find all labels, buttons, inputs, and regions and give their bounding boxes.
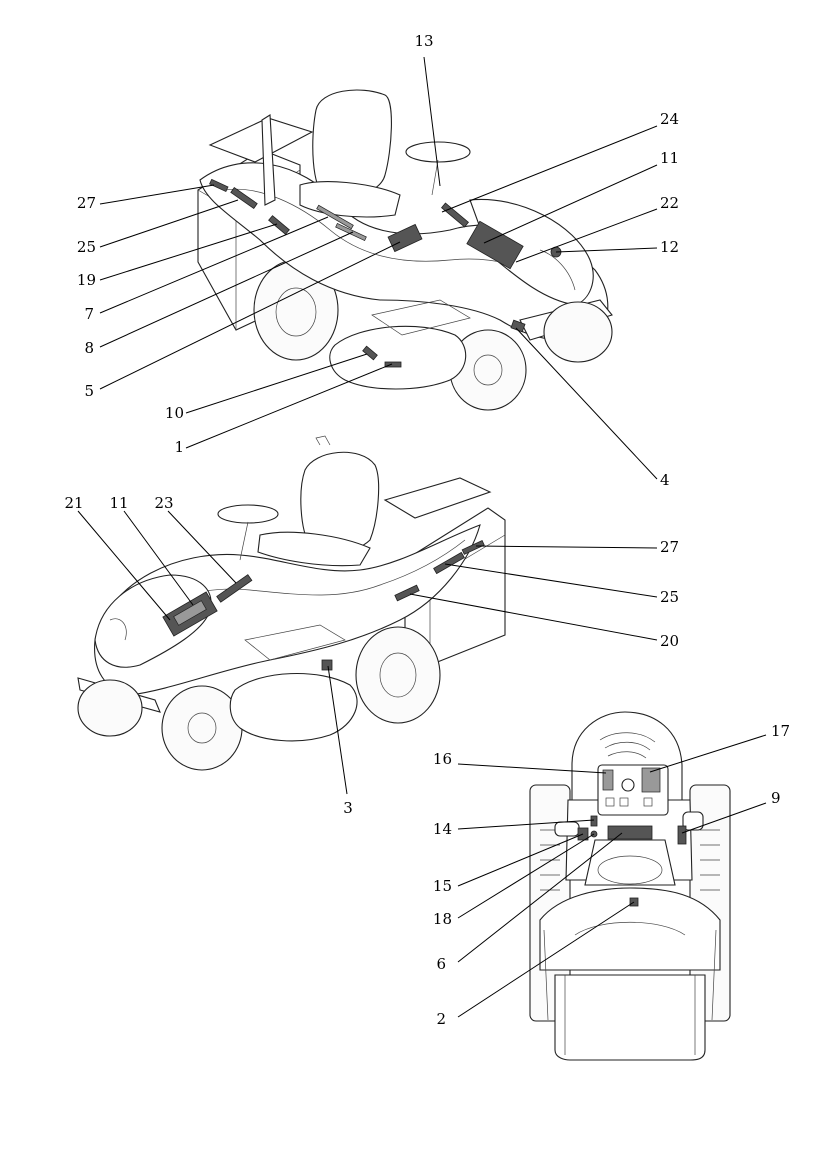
callout-2: 2: [436, 1010, 446, 1028]
decal-6-c: [607, 825, 653, 840]
decal-11-a: [466, 220, 524, 270]
decal-11-b: [173, 600, 207, 626]
callout-14: 14: [433, 820, 452, 838]
decal-9-c: [677, 825, 687, 845]
seat: [312, 89, 392, 198]
decal-7-a: [316, 204, 354, 230]
callout-27: 27: [77, 194, 96, 212]
callout-25: 25: [660, 588, 679, 606]
decal-14-c: [590, 815, 598, 827]
body-shell: [94, 524, 481, 696]
mower-deck: [329, 325, 467, 390]
decal-19-a: [268, 215, 290, 235]
callout-13: 13: [414, 32, 433, 50]
callout-10: 10: [165, 404, 184, 422]
decal-23-b: [216, 574, 253, 603]
decal-17-c: [641, 767, 661, 793]
decal-16-c: [602, 769, 614, 791]
decal-27-b: [461, 540, 485, 555]
callout-4: 4: [660, 471, 670, 489]
callout-11: 11: [660, 149, 679, 167]
callout-3: 3: [343, 799, 353, 817]
leader-lines: [77, 56, 767, 1018]
callout-24: 24: [660, 110, 679, 128]
callout-21: 21: [64, 494, 83, 512]
callout-1: 1: [174, 438, 184, 456]
callout-17: 17: [771, 722, 790, 740]
callout-numbers: 13 24 11 22 12 27 25 19 7 8 5 10 1 4 21 …: [64, 32, 790, 1028]
decal-25-a: [230, 186, 258, 210]
callout-27: 27: [660, 538, 679, 556]
callout-18: 18: [433, 910, 452, 928]
callout-15: 15: [433, 877, 452, 895]
steering-wheel: [217, 504, 279, 524]
decal-3-b: [321, 659, 333, 671]
mower-view-front-left: [77, 435, 506, 771]
decal-1-a: [384, 361, 402, 368]
callout-12: 12: [660, 238, 679, 256]
mower-deck: [229, 673, 358, 742]
steering-wheel: [405, 141, 471, 163]
rear-tire: [355, 626, 441, 724]
mower-view-rear: [529, 711, 731, 1061]
callout-22: 22: [660, 194, 679, 212]
seat: [300, 451, 380, 553]
decal-20-b: [394, 584, 420, 602]
decal-4-a: [510, 319, 526, 333]
callout-19: 19: [77, 271, 96, 289]
callout-25: 25: [77, 238, 96, 256]
callout-5: 5: [84, 382, 94, 400]
callout-8: 8: [84, 339, 94, 357]
callout-23: 23: [154, 494, 173, 512]
mower-view-rear-left: [197, 89, 613, 411]
callout-9: 9: [771, 789, 781, 807]
decal-25-b: [433, 551, 465, 575]
callout-6: 6: [436, 955, 446, 973]
callout-20: 20: [660, 632, 679, 650]
decal-27-a: [209, 178, 229, 193]
grass-collector: [554, 974, 706, 1061]
callout-7: 7: [84, 305, 94, 323]
decal-5-a: [387, 223, 423, 253]
front-tire: [161, 685, 243, 771]
decal-10-a: [362, 345, 378, 361]
collector-cover: [539, 887, 721, 971]
callout-16: 16: [433, 750, 452, 768]
callout-11: 11: [109, 494, 128, 512]
